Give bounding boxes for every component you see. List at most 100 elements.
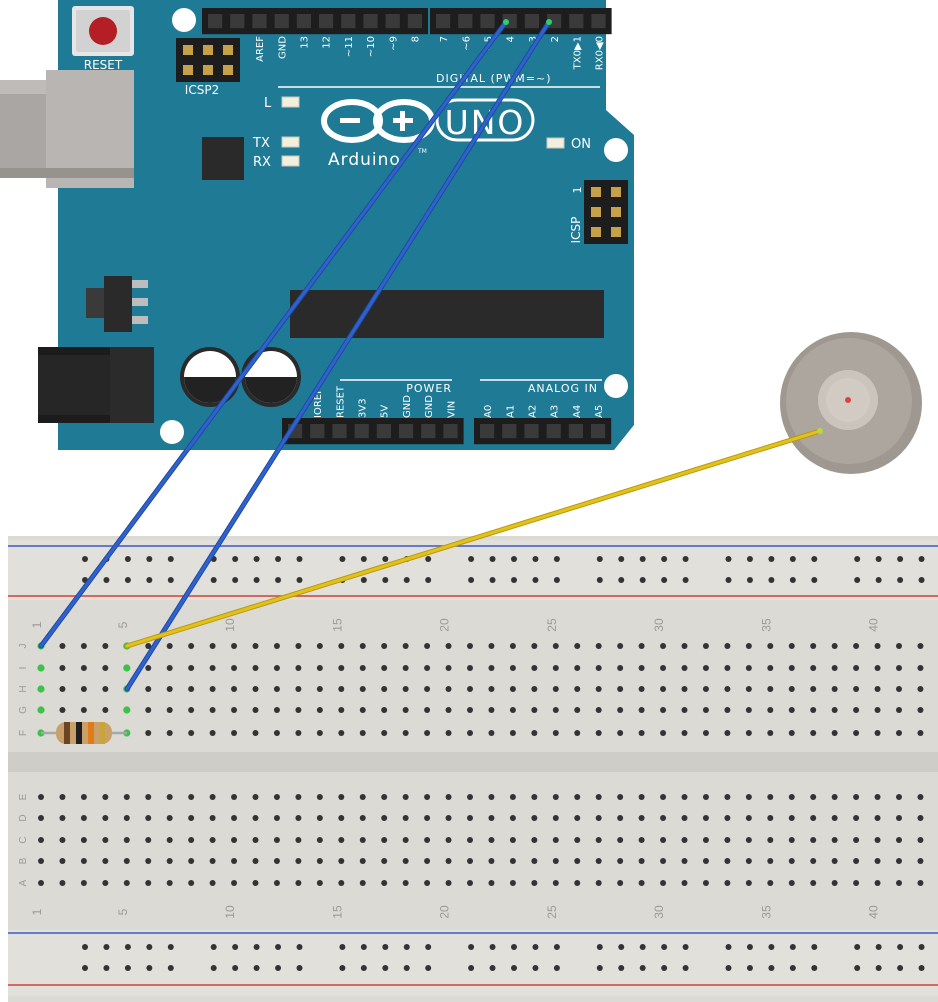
rail-hole — [875, 944, 882, 950]
power-pin-label: RESET — [335, 385, 346, 418]
breadboard-hole — [552, 815, 559, 821]
breadboard-hole — [767, 643, 774, 649]
breadboard-hole — [810, 686, 817, 692]
breadboard-hole — [638, 794, 645, 800]
voltage-regulator — [86, 276, 148, 332]
breadboard-hole — [617, 837, 624, 843]
breadboard-hole — [745, 815, 752, 821]
breadboard-hole — [424, 858, 431, 864]
breadboard-hole — [59, 858, 66, 864]
rail-hole — [596, 965, 603, 971]
breadboard-hole — [123, 815, 130, 821]
breadboard-hole — [445, 686, 452, 692]
breadboard-hole — [38, 815, 44, 821]
breadboard-hole — [896, 686, 902, 692]
breadboard-hole — [509, 837, 516, 843]
breadboard-hole — [295, 880, 302, 886]
breadboard-hole — [531, 707, 538, 713]
header-pin — [502, 424, 517, 439]
breadboard-hole — [80, 837, 87, 843]
breadboard-hole — [595, 880, 602, 886]
breadboard-hole — [788, 815, 795, 821]
rail-hole — [661, 556, 668, 562]
capacitor — [241, 347, 301, 407]
icsp2-label: ICSP2 — [185, 83, 219, 97]
rail-hole — [468, 965, 475, 971]
breadboard-hole — [488, 815, 495, 821]
breadboard-hole — [252, 730, 259, 736]
breadboard-hole — [359, 815, 366, 821]
breadboard-hole — [59, 665, 66, 671]
rail-hole — [682, 965, 689, 971]
breadboard-hole — [788, 794, 795, 800]
breadboard-hole — [359, 730, 366, 736]
breadboard-hole — [445, 815, 452, 821]
led-l-label: L — [264, 96, 272, 111]
rail-hole — [746, 556, 753, 562]
rail-hole — [360, 944, 367, 950]
breadboard-hole — [359, 665, 366, 671]
header-pin — [591, 424, 606, 439]
breadboard-hole — [595, 643, 602, 649]
breadboard-hole — [853, 643, 860, 649]
breadboard-hole — [209, 643, 216, 649]
breadboard-hole — [338, 815, 345, 821]
breadboard-hole — [80, 686, 87, 692]
rail-hole — [382, 944, 389, 950]
rail-hole — [532, 556, 539, 562]
breadboard-hole — [896, 837, 902, 843]
header-pin — [480, 424, 495, 439]
breadboard-hole — [767, 707, 774, 713]
breadboard-hole — [702, 686, 709, 692]
led-tx — [281, 136, 300, 148]
header-pin — [223, 65, 233, 75]
analog-header-housing — [474, 418, 612, 445]
breadboard-hole — [316, 880, 323, 886]
header-pin — [296, 14, 311, 29]
row-letter: C — [18, 836, 29, 843]
rail-hole — [768, 944, 775, 950]
digital-pin-label: RX0◀0 — [595, 36, 606, 70]
rail-hole — [489, 577, 496, 583]
rail-hole — [124, 556, 131, 562]
reset-button[interactable] — [72, 6, 134, 56]
rail-hole — [275, 965, 282, 971]
rail-hole — [146, 965, 153, 971]
brand-label: Arduino — [328, 150, 401, 170]
breadboard-hole — [574, 815, 581, 821]
breadboard-hole — [80, 815, 87, 821]
rail-hole — [468, 577, 475, 583]
breadboard-hole — [788, 837, 795, 843]
breadboard-hole — [810, 707, 817, 713]
breadboard-hole — [102, 794, 109, 800]
digital-pin-label: 2 — [550, 36, 561, 42]
breadboard-hole — [702, 665, 709, 671]
rail-hole — [468, 944, 475, 950]
breadboard-hole — [145, 837, 152, 843]
breadboard-hole — [209, 707, 216, 713]
breadboard-hole — [917, 686, 924, 692]
header-housing — [176, 38, 240, 82]
breadboard-hole — [531, 643, 538, 649]
breadboard-hole — [316, 858, 323, 864]
breadboard-hole — [509, 643, 516, 649]
breadboard-hole — [552, 880, 559, 886]
wire-blue-pin4 — [38, 19, 509, 649]
breadboard-hole — [488, 880, 495, 886]
breadboard-hole — [488, 730, 495, 736]
breadboard-hole — [316, 643, 323, 649]
breadboard-hole — [273, 686, 280, 692]
breadboard-hole — [59, 880, 66, 886]
column-number: 15 — [330, 905, 344, 919]
mounting-hole — [604, 374, 628, 398]
breadboard-hole — [252, 707, 259, 713]
breadboard-hole — [896, 880, 902, 886]
top-power-rail — [8, 540, 938, 600]
header-pin — [354, 424, 369, 439]
breadboard-hole — [188, 707, 195, 713]
breadboard-hole — [574, 880, 581, 886]
breadboard-hole — [338, 880, 345, 886]
breadboard-hole — [338, 858, 345, 864]
rail-hole — [82, 556, 88, 562]
breadboard-hole — [531, 815, 538, 821]
